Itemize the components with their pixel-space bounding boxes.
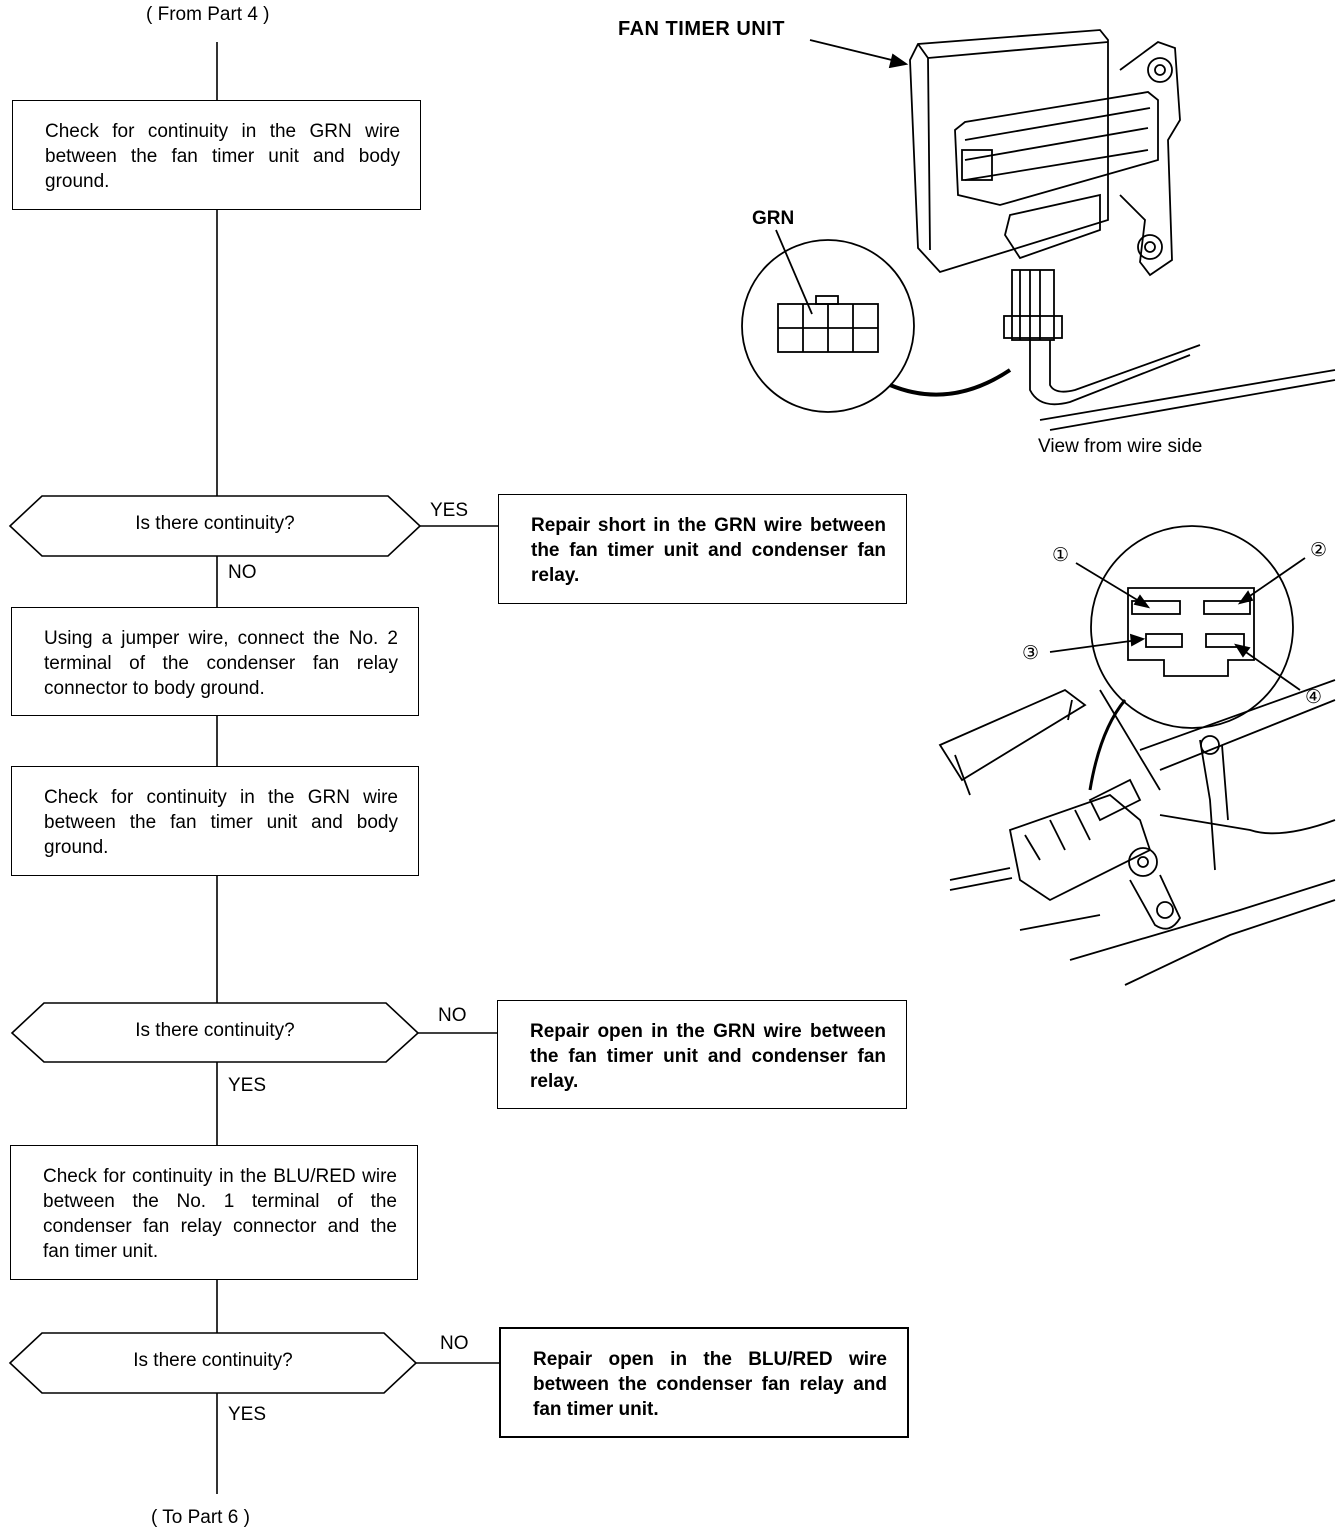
decision-3-text: Is there continuity? — [133, 1350, 293, 1371]
terminal-3-label: ③ — [1022, 643, 1040, 664]
repair-box-short-grn: Repair short in the GRN wire between the… — [498, 494, 907, 604]
fan-timer-unit-label: FAN TIMER UNIT — [618, 18, 785, 40]
terminal-1-label: ① — [1052, 545, 1070, 566]
step-box-jumper-wire: Using a jumper wire, connect the No. 2 t… — [11, 607, 419, 716]
repair-box-open-grn: Repair open in the GRN wire between the … — [497, 1000, 907, 1109]
decision-diamond-2 — [10, 1002, 420, 1063]
decision-3-yes-label: YES — [228, 1404, 267, 1425]
to-part-label: ( To Part 6 ) — [151, 1507, 250, 1528]
decision-1-no-label: NO — [228, 562, 257, 583]
from-part-label: ( From Part 4 ) — [146, 4, 270, 25]
repair-box-open-blu-red: Repair open in the BLU/RED wire between … — [499, 1327, 909, 1438]
view-caption: View from wire side — [1038, 436, 1203, 457]
step-box-check-blu-red: Check for continuity in the BLU/RED wire… — [10, 1145, 418, 1280]
decision-diamond-3 — [8, 1332, 418, 1394]
decision-1-text: Is there continuity? — [135, 513, 295, 534]
terminal-2-label: ② — [1310, 540, 1328, 561]
step-box-check-grn-2: Check for continuity in the GRN wire bet… — [11, 766, 419, 876]
decision-diamond-1 — [8, 495, 422, 557]
decision-2-yes-label: YES — [228, 1075, 267, 1096]
grn-label: GRN — [752, 208, 795, 229]
decision-1-yes-label: YES — [430, 500, 469, 521]
decision-3-no-label: NO — [440, 1333, 469, 1354]
decision-2-text: Is there continuity? — [135, 1020, 295, 1041]
terminal-4-label: ④ — [1305, 687, 1323, 708]
step-box-check-grn-1: Check for continuity in the GRN wire bet… — [12, 100, 421, 210]
decision-2-no-label: NO — [438, 1005, 467, 1026]
